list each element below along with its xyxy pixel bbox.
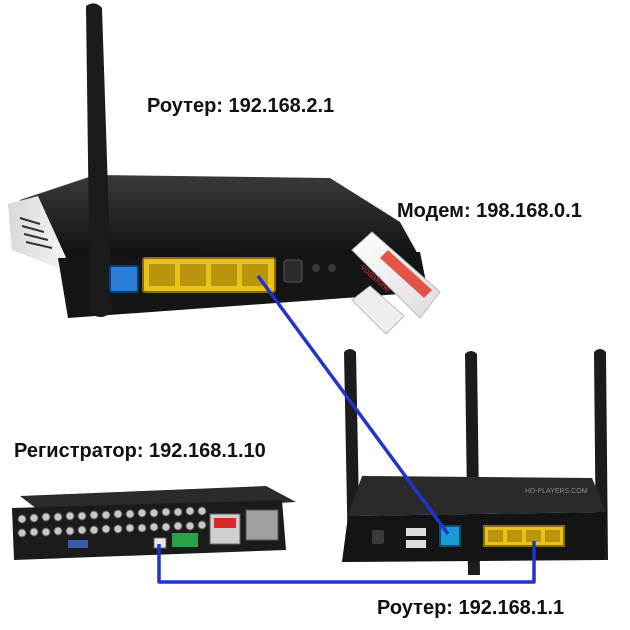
usb-modem: vodafone [351, 231, 441, 335]
reset-button [312, 264, 320, 272]
bottom-router-back-panel [342, 512, 606, 562]
cable-top-router-to-bottom-router [256, 274, 450, 536]
bottom-router-usb-2 [406, 540, 426, 548]
dvr-back-panel [12, 500, 286, 560]
lan-port-2 [180, 264, 206, 286]
lan-port-3 [211, 264, 237, 286]
modem-label: Модем: 198.168.0.1 [397, 200, 582, 222]
bottom-router-lan-4 [545, 530, 560, 542]
modem-body [351, 231, 441, 319]
bottom-router: HD-PLAYERS.COM [342, 349, 608, 575]
top-router-antenna [86, 3, 112, 318]
lan-port-1 [149, 264, 175, 286]
bottom-router-usb-1 [406, 528, 426, 536]
power-button [328, 264, 336, 272]
network-cables [157, 274, 536, 584]
top-router-silver-side [8, 196, 68, 268]
dvr-device [12, 486, 296, 560]
bottom-router-label: Роутер: 192.168.1.1 [377, 597, 565, 619]
top-router [8, 3, 428, 318]
bottom-router-top [348, 476, 606, 516]
power-jack [283, 259, 303, 283]
cable-dvr-to-bottom-router [157, 541, 536, 584]
bottom-router-power [372, 530, 384, 544]
bottom-router-lan-1 [488, 530, 503, 542]
dvr-bnc-connectors [17, 506, 207, 538]
bottom-router-lan-2 [507, 530, 522, 542]
dvr-hdd-bay [245, 509, 279, 541]
modem-cap [351, 285, 405, 335]
dvr-terminal-block [172, 533, 198, 547]
top-router-case [20, 175, 420, 258]
top-router-label: Роутер: 192.168.2.1 [147, 95, 335, 117]
dvr-psu-sticker [214, 518, 236, 528]
bottom-router-lan-3 [526, 530, 541, 542]
modem-red-accent [380, 250, 432, 298]
dvr-label: Регистратор: 192.168.1.10 [14, 440, 266, 462]
bottom-router-lan-block [483, 525, 565, 547]
top-router-wan-port [109, 265, 139, 293]
dvr-vga-port [68, 540, 88, 548]
vent-slots [19, 217, 53, 249]
router-watermark: HD-PLAYERS.COM [525, 488, 588, 495]
